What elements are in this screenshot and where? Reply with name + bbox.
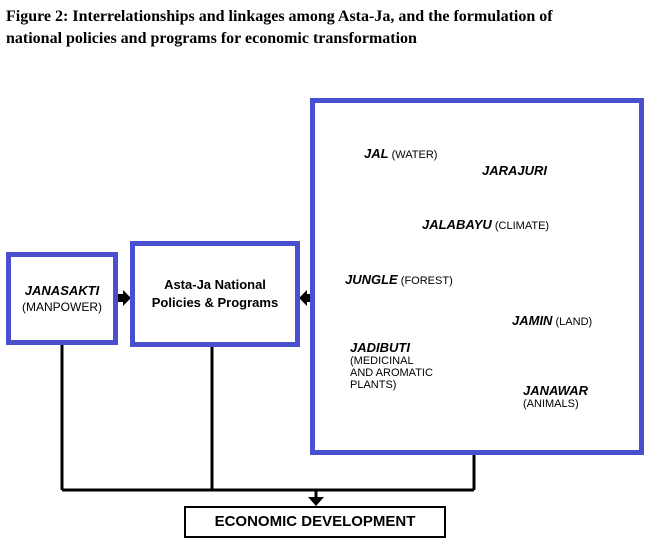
arrow-to-economic: [308, 497, 324, 506]
asta-ja-box: [310, 98, 644, 455]
node-jalabayu-sub: (CLIMATE): [494, 220, 550, 232]
node-jungle-sub: (FOREST): [400, 275, 453, 287]
figure-caption: Figure 2: Interrelationships and linkage…: [6, 6, 650, 50]
node-jal: JAL (WATER): [364, 146, 437, 161]
node-jadibuti-name: JADIBUTI: [350, 340, 410, 355]
node-jadibuti-sub-3: PLANTS): [350, 379, 397, 391]
node-jalabayu-name: JALABAYU: [422, 217, 492, 232]
janasakti-box: JANASAKTI (MANPOWER): [6, 252, 118, 345]
caption-line-1: Figure 2: Interrelationships and linkage…: [6, 8, 553, 25]
economic-development-box: ECONOMIC DEVELOPMENT: [184, 506, 446, 538]
node-jungle: JUNGLE (FOREST): [345, 272, 453, 287]
janasakti-name: JANASAKTI: [24, 283, 100, 298]
node-janawar: JANAWAR (ANIMALS): [523, 383, 588, 410]
janasakti-sub: (MANPOWER): [22, 300, 102, 314]
node-janawar-name: JANAWAR: [523, 383, 589, 398]
arrow-astaja-policies-head: [299, 290, 307, 306]
node-jadibuti: JADIBUTI (MEDICINAL AND AROMATIC PLANTS): [350, 340, 433, 391]
node-jarajuri: JARAJURI: [482, 163, 547, 178]
node-janawar-sub: (ANIMALS): [523, 398, 579, 410]
policies-line-1: Asta-Ja National: [164, 277, 266, 292]
node-jungle-name: JUNGLE: [345, 272, 398, 287]
node-jamin-sub: (LAND): [555, 316, 593, 328]
node-jadibuti-sub-2: AND AROMATIC: [350, 367, 433, 379]
arrow-janasakti-policies-shaft: [118, 294, 124, 302]
policies-line-2: Policies & Programs: [151, 295, 279, 310]
node-jal-sub: (WATER): [391, 149, 438, 161]
node-jamin: JAMIN (LAND): [512, 313, 592, 328]
node-jarajuri-name: JARAJURI: [482, 163, 548, 178]
node-jal-name: JAL: [364, 146, 389, 161]
arrow-janasakti-policies-head: [123, 290, 131, 306]
node-jadibuti-sub-1: (MEDICINAL: [350, 355, 414, 367]
policies-box: Asta-Ja National Policies & Programs: [130, 241, 300, 347]
node-jalabayu: JALABAYU (CLIMATE): [422, 217, 549, 232]
node-jamin-name: JAMIN: [512, 313, 553, 328]
arrow-astaja-policies-shaft: [306, 294, 312, 302]
caption-line-2: national policies and programs for econo…: [6, 30, 417, 47]
